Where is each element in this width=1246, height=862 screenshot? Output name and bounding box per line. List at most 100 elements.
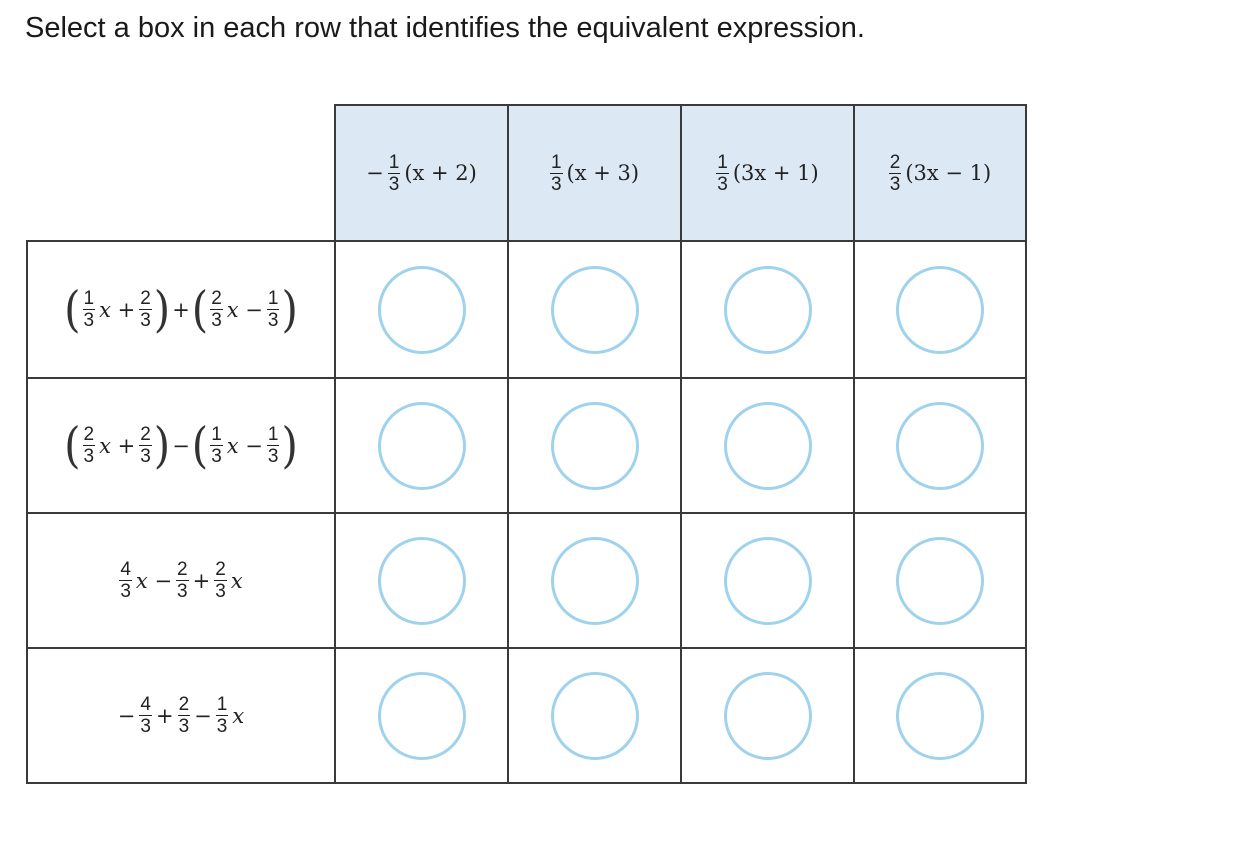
answer-cell — [507, 512, 682, 649]
radio-button-r3-c2[interactable] — [550, 536, 639, 625]
numerator: 1 — [83, 288, 95, 309]
answer-cell — [853, 647, 1027, 784]
math-text: − — [194, 703, 212, 728]
radio-button-r3-c4[interactable] — [896, 536, 984, 625]
radio-button-r4-c3[interactable] — [723, 671, 812, 760]
denominator: 3 — [266, 309, 280, 331]
numerator: 1 — [717, 151, 728, 173]
numerator: 2 — [177, 559, 188, 580]
denominator: 3 — [215, 715, 229, 737]
math-text: (3x + 1) — [732, 161, 819, 185]
radio-button-r1-c2[interactable] — [550, 265, 639, 354]
radio-button-r2-c4[interactable] — [896, 401, 984, 490]
math-text: x + — [99, 433, 136, 458]
math-text: (3x − 1) — [905, 161, 992, 185]
radio-button-r2-c2[interactable] — [550, 401, 639, 490]
numerator: 2 — [889, 151, 901, 173]
radio-button-r2-c1[interactable] — [377, 401, 466, 490]
answer-cell — [853, 240, 1027, 379]
radio-button-r1-c1[interactable] — [377, 265, 466, 354]
answer-cell — [334, 377, 509, 514]
denominator: 3 — [176, 580, 189, 602]
math-text: − — [366, 161, 384, 185]
answer-cell — [853, 512, 1027, 649]
parenthesis: ) — [153, 416, 171, 474]
numerator: 4 — [120, 559, 131, 580]
numerator: 1 — [388, 151, 400, 173]
radio-button-r4-c1[interactable] — [377, 671, 466, 760]
denominator: 3 — [888, 172, 902, 195]
numerator: 1 — [216, 694, 228, 715]
numerator: 1 — [550, 151, 562, 173]
denominator: 3 — [139, 445, 152, 467]
answer-cell — [680, 512, 855, 649]
parenthesis: ) — [281, 416, 298, 474]
numerator: 2 — [83, 424, 95, 445]
math-text: x − — [135, 568, 173, 593]
math-text: x + — [99, 297, 136, 322]
answer-cell — [680, 240, 855, 379]
answer-cell — [680, 377, 855, 514]
numerator: 2 — [140, 288, 151, 309]
math-text: x — [230, 568, 243, 593]
math-text: + — [172, 297, 190, 322]
answer-cell — [334, 512, 509, 649]
denominator: 3 — [139, 309, 152, 331]
denominator: 3 — [210, 309, 223, 331]
parenthesis: ( — [191, 280, 209, 338]
radio-button-r3-c1[interactable] — [377, 536, 466, 625]
radio-button-r3-c3[interactable] — [723, 536, 812, 625]
math-text: − — [172, 433, 190, 458]
numerator: 1 — [267, 424, 279, 445]
math-text: − — [117, 703, 136, 728]
numerator: 2 — [178, 694, 190, 715]
radio-button-r4-c4[interactable] — [896, 671, 984, 760]
math-text: (x + 3) — [566, 161, 640, 185]
radio-button-r1-c4[interactable] — [896, 265, 984, 354]
denominator: 3 — [716, 172, 729, 195]
numerator: 2 — [211, 288, 222, 309]
denominator: 3 — [177, 715, 191, 737]
denominator: 3 — [266, 445, 280, 467]
answer-cell — [334, 647, 509, 784]
denominator: 3 — [139, 715, 152, 737]
radio-button-r4-c2[interactable] — [550, 671, 639, 760]
radio-button-r1-c3[interactable] — [723, 265, 812, 354]
answer-cell — [507, 240, 682, 379]
denominator: 3 — [82, 445, 96, 467]
numerator: 1 — [211, 424, 222, 445]
answer-cell — [507, 377, 682, 514]
answer-cell — [853, 377, 1027, 514]
answer-cell — [680, 647, 855, 784]
radio-button-r2-c3[interactable] — [723, 401, 812, 490]
denominator: 3 — [549, 172, 563, 195]
math-text: x − — [226, 433, 263, 458]
parenthesis: ( — [64, 416, 81, 474]
math-text: x − — [226, 297, 263, 322]
numerator: 2 — [215, 559, 226, 580]
math-text: + — [192, 568, 211, 593]
denominator: 3 — [82, 309, 96, 331]
parenthesis: ) — [153, 280, 171, 338]
